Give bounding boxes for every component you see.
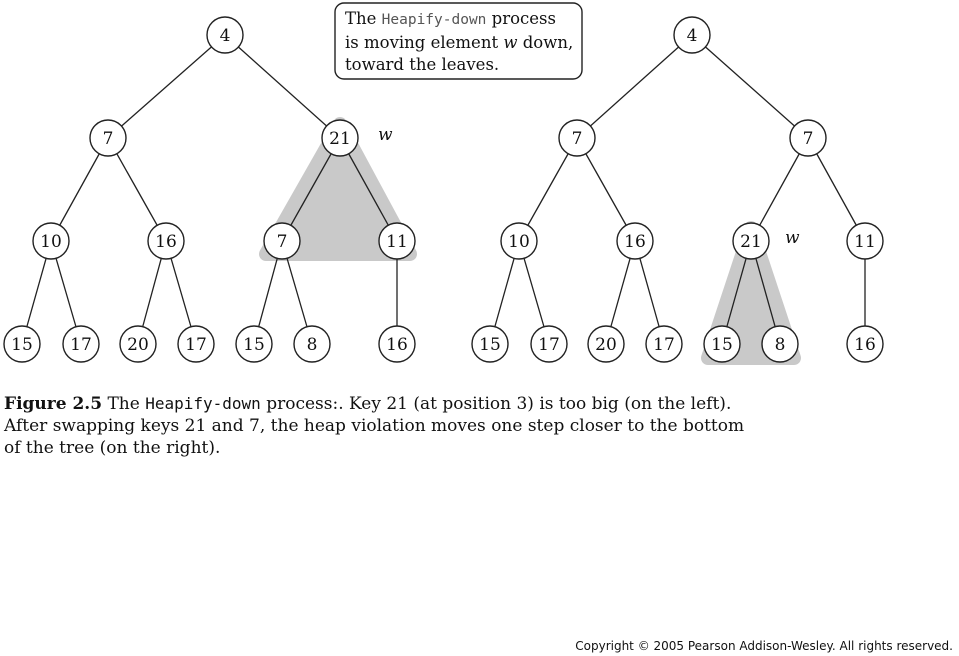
svg-text:21: 21	[740, 232, 762, 252]
left-shaded-subtree	[259, 117, 417, 261]
right-w-label: w	[785, 228, 800, 248]
left-l3-node-3: 7	[263, 222, 301, 260]
svg-text:15: 15	[11, 335, 33, 355]
left-leaf-node-3: 20	[119, 325, 157, 363]
svg-text:7: 7	[277, 232, 288, 252]
callout-line-3: toward the leaves.	[345, 55, 499, 74]
svg-text:20: 20	[595, 335, 617, 355]
right-leaf-node-3: 20	[587, 325, 625, 363]
svg-text:8: 8	[307, 335, 318, 355]
right-l2-node-1: 7	[558, 119, 596, 157]
svg-text:16: 16	[624, 232, 646, 252]
left-l3-node-4: 11	[378, 222, 416, 260]
right-l3-node-3: 21	[732, 222, 770, 260]
svg-text:7: 7	[803, 129, 814, 149]
svg-text:15: 15	[479, 335, 501, 355]
figure-caption: Figure 2.5 The Heapify-down process:. Ke…	[4, 393, 764, 459]
right-leaf-node-1: 15	[471, 325, 509, 363]
right-l2-node-2: 7	[789, 119, 827, 157]
right-l3-node-1: 10	[500, 222, 538, 260]
svg-text:17: 17	[538, 335, 560, 355]
svg-text:21: 21	[329, 129, 351, 149]
svg-text:16: 16	[386, 335, 408, 355]
callout: The Heapify-down process is moving eleme…	[334, 2, 583, 80]
left-w-label: w	[378, 125, 393, 145]
svg-text:8: 8	[775, 335, 786, 355]
right-leaf-node-6: 8	[761, 325, 799, 363]
right-shaded-subtree	[701, 221, 801, 365]
left-leaf-node-7: 16	[378, 325, 416, 363]
svg-text:17: 17	[185, 335, 207, 355]
copyright-notice: Copyright © 2005 Pearson Addison-Wesley.…	[575, 639, 953, 653]
svg-text:4: 4	[220, 26, 231, 46]
callout-line-1: The Heapify-down process	[345, 9, 556, 28]
callout-line-2: is moving element w down,	[345, 33, 573, 52]
svg-text:7: 7	[572, 129, 583, 149]
svg-text:20: 20	[127, 335, 149, 355]
svg-text:7: 7	[103, 129, 114, 149]
left-leaf-node-2: 17	[62, 325, 100, 363]
right-leaf-node-7: 16	[846, 325, 884, 363]
right-leaf-node-2: 17	[530, 325, 568, 363]
right-root-node: 4	[673, 16, 711, 54]
svg-text:17: 17	[70, 335, 92, 355]
left-l2-node-1: 7	[89, 119, 127, 157]
right-leaf-node-4: 17	[645, 325, 683, 363]
left-l2-node-2: 21	[321, 119, 359, 157]
right-l3-node-2: 16	[616, 222, 654, 260]
left-root-node: 4	[206, 16, 244, 54]
left-leaf-node-6: 8	[293, 325, 331, 363]
left-tree: 4 7 21 10 16 7 11 15 17 20 17 15 8 16	[3, 16, 416, 363]
svg-text:10: 10	[40, 232, 62, 252]
caption-pre: The	[102, 394, 146, 414]
right-leaf-node-5: 15	[703, 325, 741, 363]
left-leaf-node-1: 15	[3, 325, 41, 363]
right-tree-edges	[489, 34, 866, 345]
svg-text:15: 15	[243, 335, 265, 355]
svg-text:10: 10	[508, 232, 530, 252]
svg-text:4: 4	[687, 26, 698, 46]
caption-label: Figure 2.5	[4, 394, 103, 414]
svg-text:11: 11	[386, 232, 408, 252]
svg-text:17: 17	[653, 335, 675, 355]
left-leaf-node-5: 15	[235, 325, 273, 363]
svg-text:16: 16	[854, 335, 876, 355]
svg-text:15: 15	[711, 335, 733, 355]
svg-text:11: 11	[854, 232, 876, 252]
svg-text:16: 16	[155, 232, 177, 252]
left-l3-node-1: 10	[32, 222, 70, 260]
left-leaf-node-4: 17	[177, 325, 215, 363]
caption-text: process:. Key 21 (at position 3) is too …	[4, 394, 745, 458]
caption-code: Heapify-down	[145, 394, 261, 413]
heap-diagram: 4 7 21 10 16 7 11 15 17 20 17 15 8 16 4 …	[3, 2, 884, 365]
right-l3-node-4: 11	[846, 222, 884, 260]
right-tree: 4 7 7 10 16 21 11 15 17 20 17 15 8 16	[471, 16, 884, 363]
left-l3-node-2: 16	[147, 222, 185, 260]
